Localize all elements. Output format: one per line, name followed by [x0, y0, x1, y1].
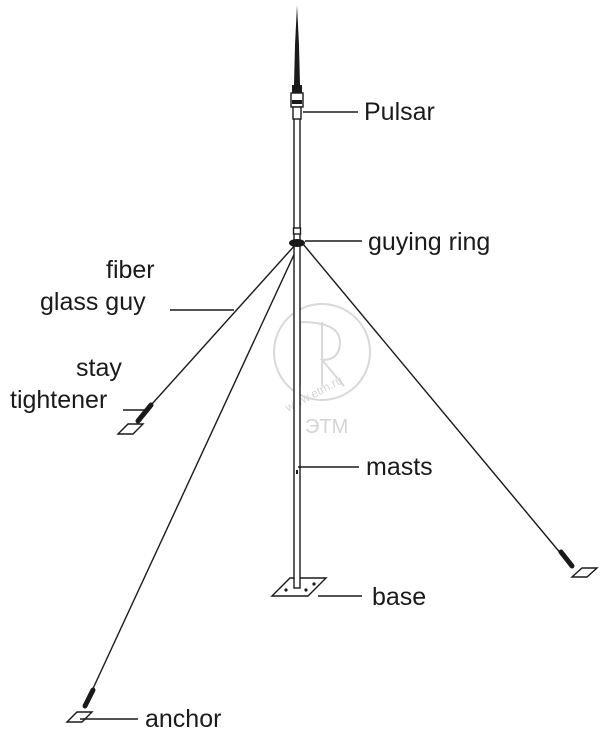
- mast-joint: [292, 227, 302, 235]
- label-masts: masts: [366, 453, 433, 481]
- guying-ring: [289, 239, 305, 247]
- label-base: base: [372, 583, 426, 611]
- anchor-plates: [65, 423, 599, 723]
- watermark: www.etm.ru ЭТМ: [273, 303, 371, 438]
- mast: [292, 117, 302, 589]
- stay-tightener-right: [558, 549, 575, 569]
- anchor-plate-front: [65, 711, 94, 723]
- label-tightener: tightener: [10, 386, 107, 414]
- leader-lines: [80, 111, 362, 720]
- label-pulsar: Pulsar: [364, 98, 435, 126]
- guy-wire-right: [302, 243, 568, 562]
- watermark-brand: ЭТМ: [305, 416, 348, 438]
- label-anchor: anchor: [145, 705, 221, 733]
- label-guying-ring: guying ring: [368, 228, 490, 256]
- stay-tightener-left: [135, 402, 154, 424]
- label-glass-guy: glass guy: [40, 288, 146, 316]
- guy-wire-front: [89, 245, 299, 696]
- label-stay: stay: [76, 354, 122, 382]
- label-fiber: fiber: [106, 256, 155, 284]
- labels: Pulsar guying ring fiber glass guy stay …: [10, 98, 490, 733]
- anchor-plate-left: [116, 423, 145, 435]
- mast-tube: [293, 117, 301, 589]
- pulsar-terminal: [290, 5, 304, 120]
- guy-wires: [89, 243, 568, 696]
- stay-tightener-front: [82, 687, 96, 709]
- anchor-plate-right: [570, 567, 599, 578]
- watermark-url: www.etm.ru: [282, 373, 345, 415]
- guy-wire-left: [142, 243, 297, 415]
- stay-tighteners: [82, 402, 575, 709]
